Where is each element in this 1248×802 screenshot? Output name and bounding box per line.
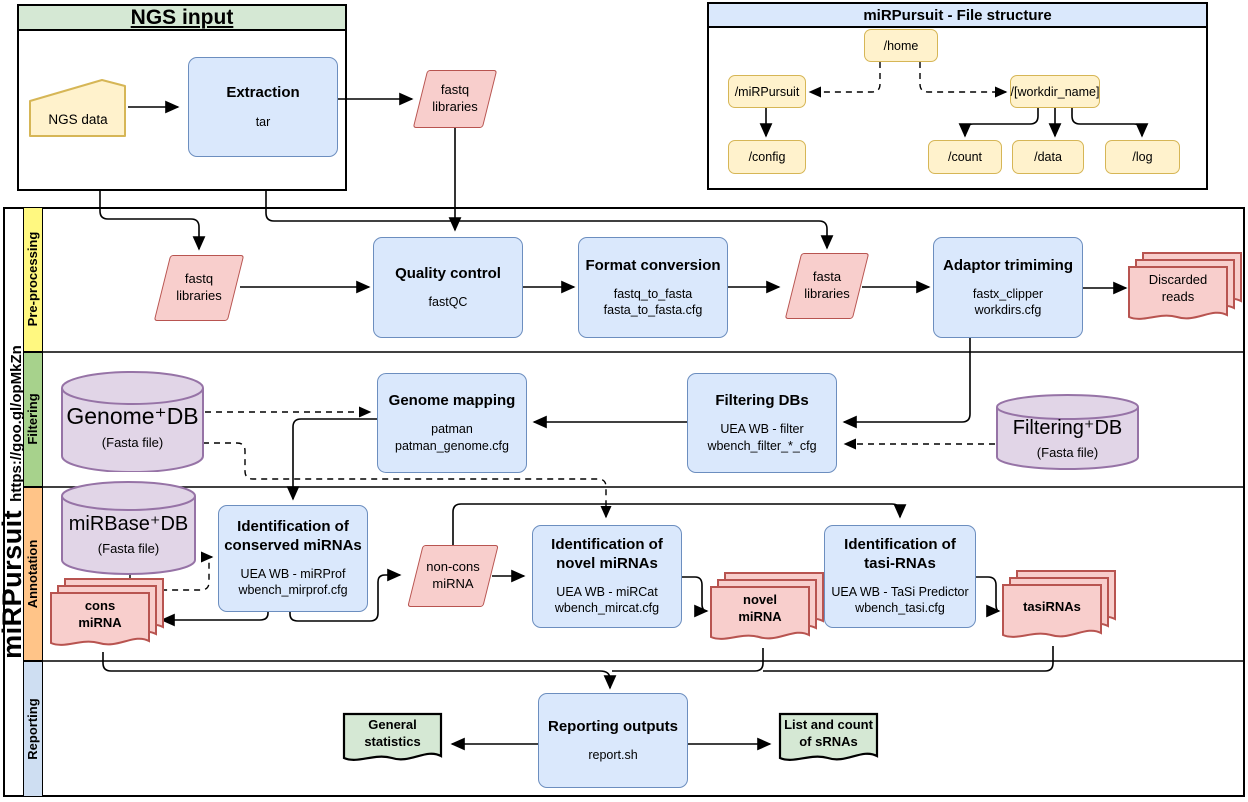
folder-config: /config [728, 140, 806, 174]
trapezoid-shape-icon [29, 79, 126, 137]
stacked-document-icon [50, 578, 164, 646]
reporting-outputs-box: Reporting outputs report.sh [538, 693, 688, 788]
mirbase-db-cylinder: miRBase⁺DB (Fasta file) [60, 480, 197, 576]
extraction-box: Extraction tar [188, 57, 338, 157]
folder-home: /home [864, 29, 938, 62]
filtering-db-cylinder: Filtering⁺DB (Fasta file) [995, 393, 1140, 471]
folder-count: /count [928, 140, 1002, 174]
stacked-document-icon [1002, 570, 1116, 638]
quality-control-box: Quality control fastQC [373, 237, 523, 338]
lane-band-preprocessing [23, 207, 43, 352]
tasirnas-docs: tasiRNAs [1002, 570, 1116, 649]
document-icon [778, 712, 879, 761]
lane-label-annotation: Annotation [25, 539, 40, 609]
tasi-rnas-box: Identification of tasi-RNAs UEA WB - TaS… [824, 525, 976, 628]
lane-band-reporting [23, 661, 43, 797]
stacked-document-icon [710, 572, 824, 640]
novel-mirnas-box: Identification of novel miRNAs UEA WB - … [532, 525, 682, 628]
document-icon [342, 712, 443, 761]
stacked-document-icon [1128, 252, 1242, 320]
database-cylinder-icon [61, 371, 204, 472]
lane-label-reporting: Reporting [25, 698, 40, 760]
folder-data: /data [1012, 140, 1084, 174]
conserved-mirnas-box: Identification of conserved miRNAs UEA W… [218, 505, 368, 612]
lane-band-filtering [23, 352, 43, 487]
lane-label-filtering: Filtering [25, 393, 40, 445]
database-cylinder-icon [996, 394, 1139, 470]
folder-log: /log [1105, 140, 1180, 174]
ngs-input-title: NGS input [19, 6, 345, 31]
file-structure-title: miRPursuit - File structure [709, 4, 1206, 28]
genome-db-cylinder: Genome⁺DB (Fasta file) [60, 370, 205, 472]
lane-label-preprocessing: Pre-processing [25, 231, 40, 327]
lane-band-annotation [23, 487, 43, 661]
folder-mirpursuit: /miRPursuit [728, 75, 806, 108]
folder-workdir-name: /[workdir_name] [1010, 75, 1100, 108]
ngs-data-shape: NGS data [28, 77, 128, 139]
